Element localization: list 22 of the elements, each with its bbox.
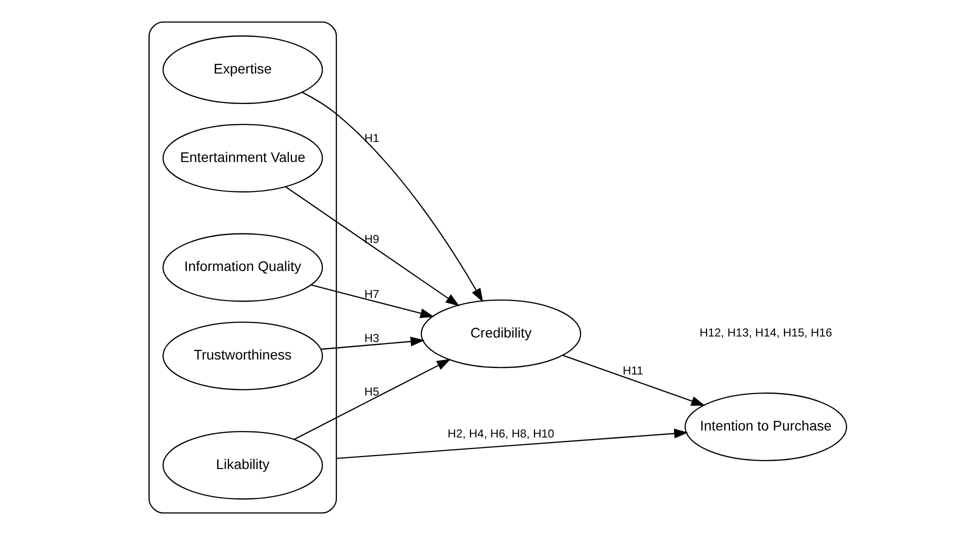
edge-label: H5 [364, 385, 380, 398]
arrow [336, 428, 688, 460]
arrow [562, 354, 706, 406]
edge-label: H7 [364, 288, 380, 301]
cluster [148, 21, 337, 514]
arrow [310, 284, 434, 318]
edge-label: H1 [364, 132, 380, 145]
node-ellipse: Likability [162, 430, 323, 500]
edge-label: H9 [364, 233, 380, 246]
node-ellipse: Intention to Purchase [684, 392, 848, 462]
node-ellipse: Expertise [162, 35, 323, 104]
node-ellipse: Entertainment Value [162, 124, 323, 192]
edge-label: H3 [364, 332, 380, 345]
arrow [285, 186, 460, 306]
edge-label: H2, H4, H6, H8, H10 [448, 427, 554, 440]
node-ellipse: Trustworthiness [162, 322, 323, 390]
node-ellipse: Information Quality [162, 233, 323, 302]
arrow [294, 358, 451, 440]
arrow [320, 336, 425, 350]
edge-label: H11 [622, 364, 644, 378]
arrow [302, 92, 484, 302]
label: H12, H13, H14, H15, H16 [700, 326, 832, 340]
